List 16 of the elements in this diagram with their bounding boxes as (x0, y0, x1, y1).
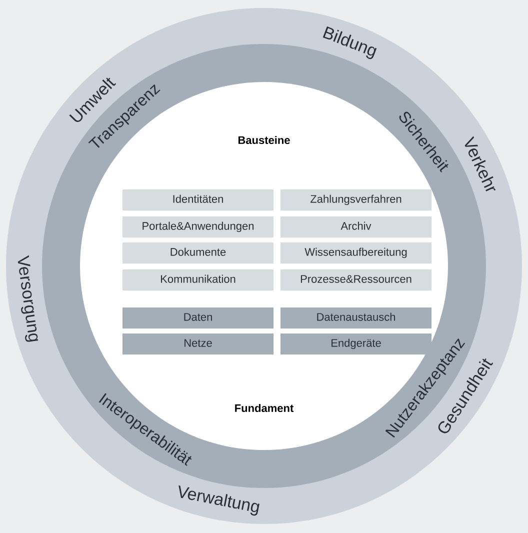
heading: Fundament (235, 404, 294, 412)
module-box: Dokumente (122, 242, 274, 264)
module-box: Archiv (280, 216, 432, 238)
ring-label: Versorgung (18, 255, 38, 342)
module-box: Identitäten (122, 190, 274, 210)
module-box: Wissensaufbereitung (280, 242, 432, 264)
module-box: Endgeräte (280, 334, 432, 354)
module-box: Kommunikation (122, 270, 274, 290)
module-box: Prozesse&Ressourcen (280, 270, 432, 290)
module-box: Daten (122, 308, 274, 328)
module-box: Datenaustausch (280, 308, 432, 328)
module-box: Netze (122, 334, 274, 354)
module-box: Zahlungsverfahren (280, 190, 432, 210)
module-box: Portale&Anwendungen (122, 216, 274, 238)
node-label: Endgeräte (332, 338, 381, 350)
heading: Bausteine (238, 136, 290, 144)
